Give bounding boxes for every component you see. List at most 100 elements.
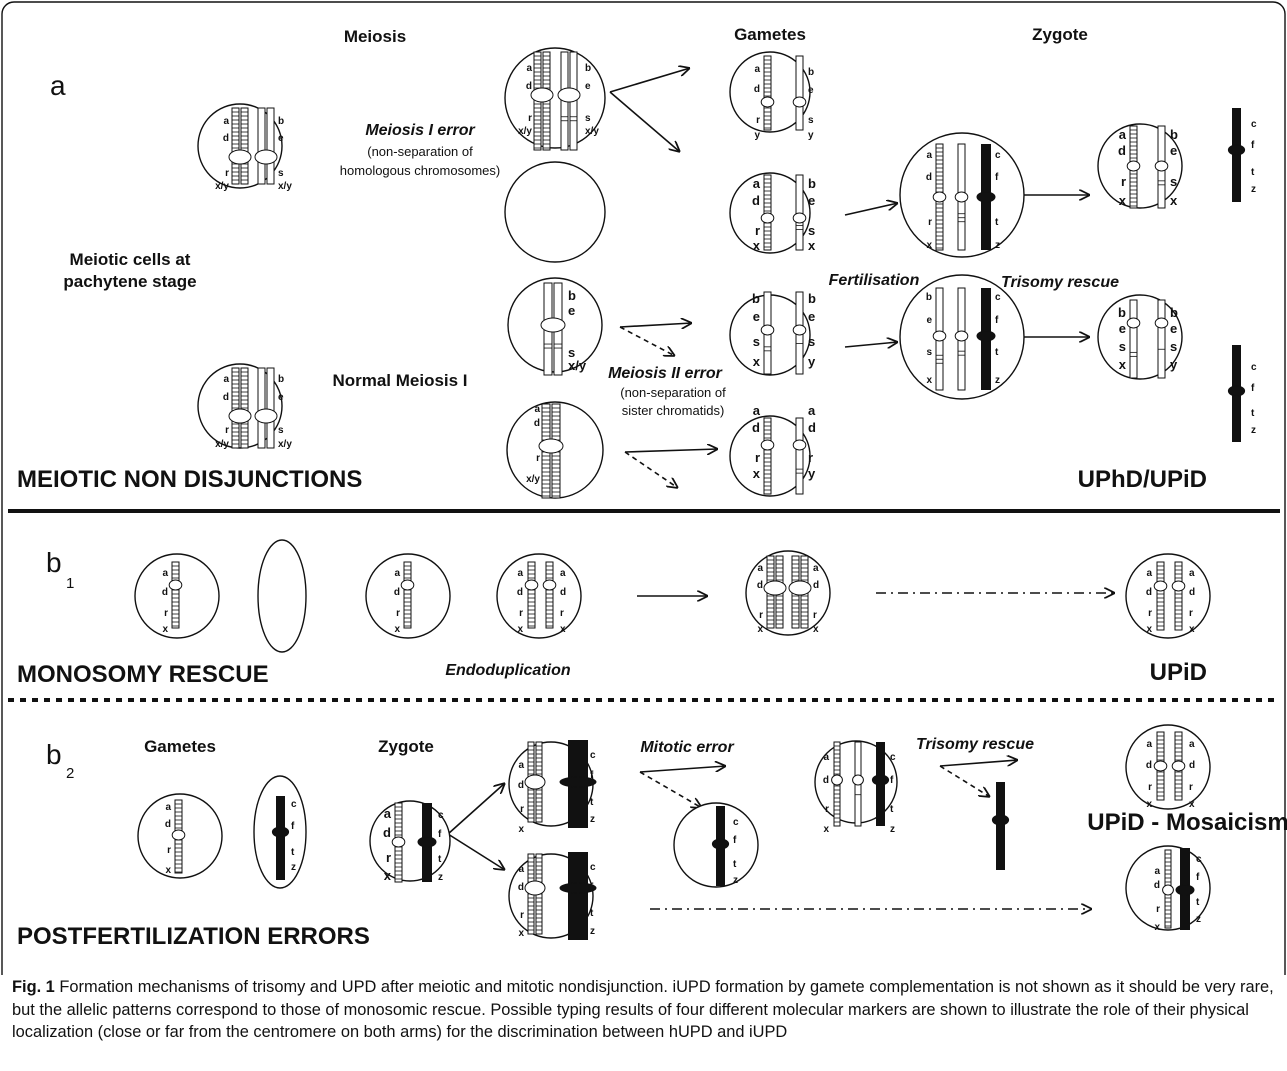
marker-label: a xyxy=(757,563,763,574)
marker-label: a xyxy=(223,116,229,127)
marker-label: z xyxy=(590,814,595,825)
monosomy-section-title: MONOSOMY RESCUE xyxy=(17,661,269,688)
marker-label: x xyxy=(518,824,524,835)
centromere xyxy=(792,324,807,336)
chromatid xyxy=(763,55,772,131)
marker-label: b xyxy=(278,116,284,127)
marker-label: b xyxy=(568,288,576,303)
zygote-heading-b2: Zygote xyxy=(378,737,434,756)
caption-text: Formation mechanisms of trisomy and UPD … xyxy=(12,978,1274,1041)
arrow xyxy=(639,766,726,773)
chromatid xyxy=(240,107,249,185)
marker-label: e xyxy=(753,309,760,324)
marker-label: x xyxy=(1146,624,1152,635)
marker-label: r xyxy=(164,608,168,619)
chromatid xyxy=(1174,561,1183,631)
arrow xyxy=(609,91,680,152)
marker-label: t xyxy=(995,217,999,228)
marker-label: f xyxy=(1251,383,1255,394)
chromatid xyxy=(257,107,266,185)
marker-label: y xyxy=(1170,357,1178,372)
marker-label: r xyxy=(225,425,229,436)
marker-label: a xyxy=(518,864,524,875)
marker-label: a xyxy=(162,568,168,579)
centromere xyxy=(788,580,812,596)
marker-label: f xyxy=(995,315,999,326)
centromere xyxy=(954,330,969,342)
marker-label: x xyxy=(1119,357,1127,372)
marker-label: x/y xyxy=(568,358,587,373)
centromere xyxy=(1162,884,1174,896)
chromatid xyxy=(257,367,266,449)
marker-label: d xyxy=(1189,587,1195,598)
marker-label: e xyxy=(278,392,284,403)
marker-label: s xyxy=(568,345,575,360)
marker-label: d xyxy=(1189,760,1195,771)
marker-label: b xyxy=(1118,305,1126,320)
marker-label: a xyxy=(754,64,760,75)
marker-label: a xyxy=(394,568,400,579)
figure-caption: Fig. 1 Formation mechanisms of trisomy a… xyxy=(12,976,1274,1044)
marker-label: a xyxy=(223,374,229,385)
postfert-section-title: POSTFERTILIZATION ERRORS xyxy=(17,923,370,950)
marker-label: s xyxy=(278,425,284,436)
chromatid xyxy=(266,367,275,449)
centromere xyxy=(1153,580,1168,592)
arrow xyxy=(619,323,692,327)
marker-label: s xyxy=(926,347,932,358)
marker-label: e xyxy=(808,193,815,208)
marker-label: r xyxy=(536,453,540,464)
chromatid xyxy=(171,561,180,629)
marker-label: d xyxy=(1146,760,1152,771)
marker-label: e xyxy=(568,303,575,318)
arrow xyxy=(639,771,702,808)
upid-mosaicism-label: UPiD - Mosaicism xyxy=(1087,809,1287,836)
marker-label: t xyxy=(291,847,295,858)
marker-label: x xyxy=(823,824,829,835)
marker-label: a xyxy=(560,568,566,579)
marker-label: c xyxy=(590,862,596,873)
centromere xyxy=(228,408,252,424)
marker-label: d xyxy=(394,587,400,598)
arrow xyxy=(624,449,718,452)
centromere xyxy=(1175,884,1195,896)
chromatid xyxy=(231,107,240,185)
centromere xyxy=(254,149,278,165)
marker-label: s xyxy=(808,115,814,126)
marker-label: x/y xyxy=(278,181,292,192)
centromere xyxy=(559,882,597,894)
chromatid xyxy=(763,417,772,495)
arrow xyxy=(447,783,505,835)
marker-label: a xyxy=(1154,866,1160,877)
marker-label: e xyxy=(585,81,591,92)
marker-label: a xyxy=(813,563,819,574)
centromere xyxy=(524,774,546,790)
marker-label: e xyxy=(1170,321,1177,336)
marker-label: r xyxy=(386,850,391,865)
centromere xyxy=(792,439,807,451)
marker-label: z xyxy=(291,862,296,873)
chromatid-body xyxy=(763,55,772,131)
marker-label: d xyxy=(757,580,763,591)
marker-label: d xyxy=(813,580,819,591)
marker-label: c xyxy=(438,810,444,821)
chromatid xyxy=(231,367,240,449)
centromere xyxy=(1227,144,1246,156)
arrows xyxy=(447,68,1115,909)
marker-label: x xyxy=(1189,624,1195,635)
centromere xyxy=(932,330,947,342)
marker-label: x/y xyxy=(585,126,599,137)
marker-label: d xyxy=(518,882,524,893)
marker-label: d xyxy=(754,84,760,95)
centromere xyxy=(760,212,775,224)
centromere xyxy=(171,829,186,841)
marker-label: s xyxy=(1170,339,1177,354)
marker-label: f xyxy=(995,172,999,183)
chromatid xyxy=(1129,299,1138,379)
centromere xyxy=(524,579,539,591)
marker-label: d xyxy=(517,587,523,598)
marker-label: r xyxy=(928,217,932,228)
centromere xyxy=(540,317,566,333)
marker-label: d xyxy=(526,81,532,92)
